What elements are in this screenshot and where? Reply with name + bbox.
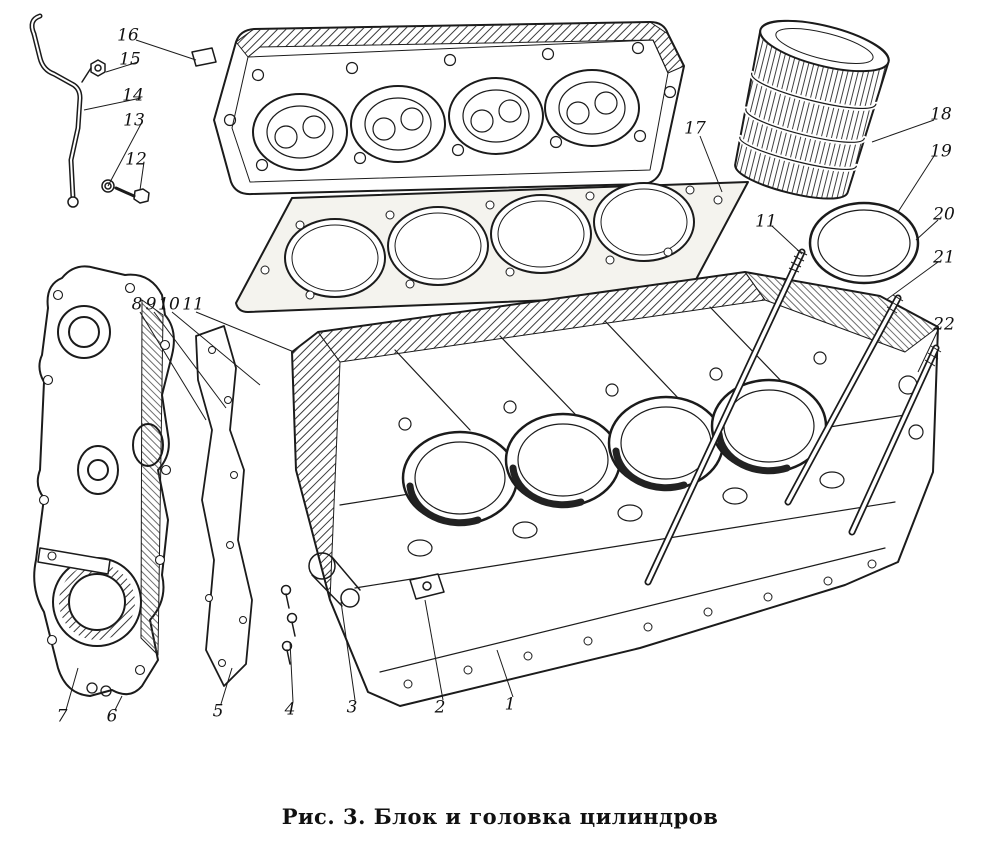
- callout-2: 2: [434, 697, 446, 718]
- callout-1: 1: [504, 694, 516, 715]
- leader-lines: [65, 39, 939, 711]
- callout-14: 14: [122, 85, 144, 106]
- callout-17: 17: [684, 118, 706, 139]
- callout-11-left: 11: [182, 294, 204, 315]
- callout-8: 8: [131, 294, 143, 315]
- oil-tube-and-bolts: [29, 13, 150, 208]
- callout-16: 16: [117, 25, 139, 46]
- callout-15: 15: [119, 49, 141, 70]
- callout-22: 22: [933, 314, 955, 335]
- callout-12: 12: [125, 149, 147, 170]
- callout-3: 3: [346, 697, 358, 718]
- callout-5: 5: [212, 701, 224, 722]
- callout-19: 19: [930, 141, 952, 162]
- callout-7: 7: [56, 706, 68, 727]
- callout-13: 13: [123, 110, 145, 131]
- callout-10: 10: [158, 294, 180, 315]
- callout-18: 18: [930, 104, 952, 125]
- callout-9: 9: [145, 294, 157, 315]
- callout-20: 20: [933, 204, 955, 225]
- figure-caption: Рис. 3. Блок и головка цилиндров: [281, 804, 719, 829]
- cover-gasket: [195, 325, 253, 687]
- oil-filter: [734, 19, 890, 200]
- callout-6: 6: [106, 706, 118, 727]
- callout-4: 4: [284, 699, 296, 720]
- head-gasket: [235, 181, 749, 313]
- cylinder-head: [191, 21, 685, 196]
- front-cover: [33, 265, 175, 697]
- cylinder-block: [280, 271, 939, 707]
- seal-ring: [808, 201, 920, 285]
- studs: [644, 248, 942, 586]
- head-lug: [191, 47, 217, 67]
- front-small-parts: [280, 552, 445, 665]
- callout-21: 21: [933, 247, 955, 268]
- callout-11-stud: 11: [755, 211, 777, 232]
